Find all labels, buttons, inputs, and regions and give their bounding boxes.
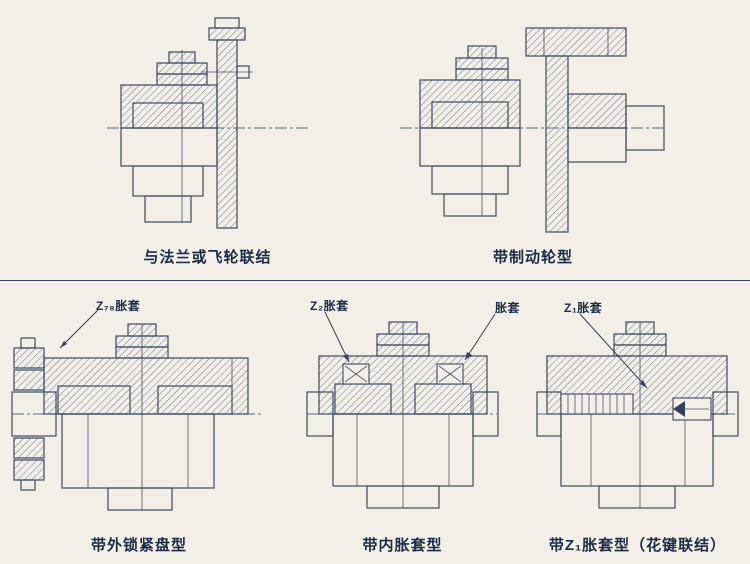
- annotation-expansion-sleeve-z1: Z₁胀套: [564, 301, 603, 315]
- coupling-body: [120, 51, 218, 223]
- caption-locking-disc: 带外锁紧盘型: [90, 537, 187, 554]
- coupling-body: [11, 323, 249, 511]
- centerline: [400, 48, 664, 216]
- locking-disc: [13, 337, 45, 491]
- locking-disc-coupling-drawing: [11, 309, 264, 511]
- section-divider: [0, 280, 750, 281]
- caption-flange-coupling: 与法兰或飞轮联结: [143, 249, 272, 266]
- spline-teeth: [560, 393, 634, 415]
- annotation-expansion-sleeve-z78: Z₇₈胀套: [96, 299, 141, 313]
- coupling-body: [419, 45, 521, 217]
- annotation-expansion-sleeve-z2: Z₂胀套: [310, 299, 349, 313]
- sleeve-bolt-detail: [672, 397, 712, 421]
- leader-arrow-right: [464, 313, 496, 361]
- flange-plate: [201, 17, 253, 229]
- caption-spline-sleeve: 带Z₁胀套型（花键联结）: [548, 537, 727, 554]
- expansion-sleeve-left: [342, 363, 370, 385]
- brake-wheel: [525, 27, 665, 233]
- coupling-body: [306, 321, 499, 509]
- brake-wheel-coupling-drawing: [400, 27, 665, 233]
- leader-arrow-left: [324, 311, 350, 363]
- annotation-expansion-sleeve: 胀套: [495, 301, 521, 315]
- flange-coupling-drawing: [107, 17, 308, 229]
- leader-arrow: [59, 309, 99, 349]
- leader-arrow: [579, 313, 648, 389]
- expansion-sleeve-right: [436, 363, 464, 385]
- spline-sleeve-coupling-drawing: [536, 313, 739, 509]
- internal-sleeve-coupling-drawing: [306, 311, 499, 509]
- caption-brake-wheel: 带制动轮型: [492, 249, 573, 266]
- caption-internal-sleeve: 带内胀套型: [362, 537, 443, 554]
